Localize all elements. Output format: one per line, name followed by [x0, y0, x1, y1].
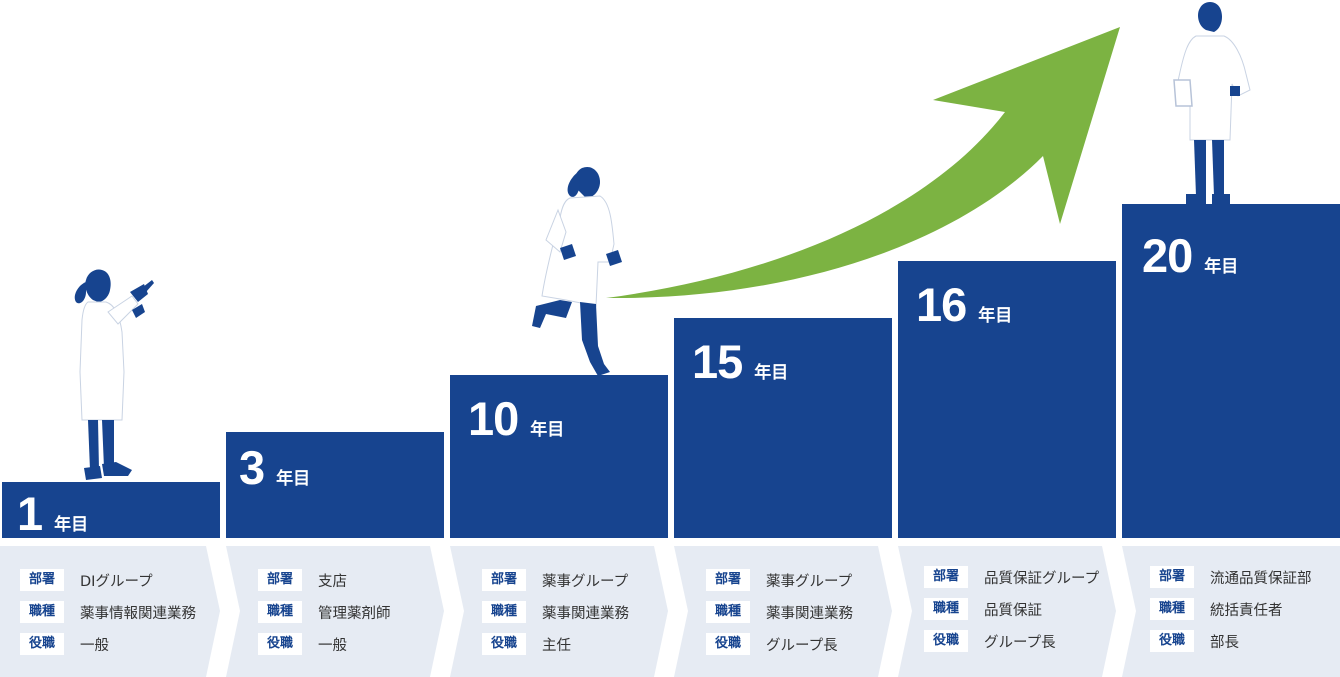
- department-value: 品質保証グループ: [984, 570, 1100, 587]
- info-row-position: 役職 一般: [20, 633, 109, 655]
- step-year-number: 20: [1142, 229, 1193, 282]
- growth-arrow-shape: [606, 27, 1120, 299]
- info-row-job-type: 職種 薬事関連業務: [706, 601, 853, 623]
- info-row-position: 役職 グループ長: [924, 630, 1056, 652]
- job-type-value: 品質保証: [984, 602, 1042, 619]
- step-label: 15 年目: [692, 338, 788, 385]
- info-row-job-type: 職種 薬事情報関連業務: [20, 601, 196, 623]
- info-row-job-type: 職種 統括責任者: [1150, 598, 1283, 620]
- department-tag: 部署: [258, 569, 302, 591]
- step-year-number: 10: [468, 392, 519, 445]
- department-value: 薬事グループ: [766, 573, 853, 590]
- info-row-position: 役職 グループ長: [706, 633, 838, 655]
- info-panels: 部署 DIグループ 職種 薬事情報関連業務 役職 一般 部署 支店 職種 管理薬…: [0, 546, 1340, 677]
- job-type-value: 薬事関連業務: [542, 605, 629, 622]
- info-row-department: 部署 DIグループ: [20, 569, 153, 591]
- info-row-department: 部署 流通品質保証部: [1150, 566, 1312, 588]
- job-type-tag: 職種: [1150, 598, 1194, 620]
- job-type-tag: 職種: [258, 601, 302, 623]
- info-row-department: 部署 薬事グループ: [706, 569, 852, 591]
- position-value: 主任: [542, 637, 571, 654]
- step-year-unit: 年目: [530, 420, 565, 440]
- position-tag: 役職: [482, 633, 526, 655]
- step-year-number: 3: [239, 441, 265, 494]
- job-type-tag: 職種: [482, 601, 526, 623]
- step-year-unit: 年目: [1204, 257, 1239, 277]
- step-year-20: 20 年目: [1122, 204, 1340, 538]
- step-label: 20 年目: [1142, 232, 1238, 279]
- step-label: 1 年目: [17, 490, 88, 537]
- info-row-position: 役職 部長: [1150, 630, 1239, 652]
- step-year-number: 16: [916, 278, 967, 331]
- info-row-department: 部署 薬事グループ: [482, 569, 628, 591]
- position-value: 一般: [80, 637, 109, 654]
- position-tag: 役職: [1150, 630, 1194, 652]
- info-row-department: 部署 支店: [258, 569, 347, 591]
- info-row-position: 役職 一般: [258, 633, 347, 655]
- department-tag: 部署: [482, 569, 526, 591]
- info-row-position: 役職 主任: [482, 633, 571, 655]
- step-year-1: 1 年目: [2, 482, 220, 538]
- position-tag: 役職: [20, 633, 64, 655]
- department-tag: 部署: [924, 566, 968, 588]
- job-type-tag: 職種: [20, 601, 64, 623]
- step-year-15: 15 年目: [674, 318, 892, 538]
- job-type-value: 統括責任者: [1210, 602, 1283, 619]
- job-type-value: 薬事関連業務: [766, 605, 853, 622]
- position-value: 一般: [318, 637, 347, 654]
- department-value: 流通品質保証部: [1210, 570, 1312, 587]
- position-value: 部長: [1210, 634, 1239, 651]
- info-row-job-type: 職種 薬事関連業務: [482, 601, 629, 623]
- info-row-department: 部署 品質保証グループ: [924, 566, 1099, 588]
- step-year-16: 16 年目: [898, 261, 1116, 538]
- department-value: 支店: [318, 573, 347, 590]
- position-value: グループ長: [984, 634, 1056, 651]
- step-label: 16 年目: [916, 281, 1012, 328]
- step-label: 3 年目: [239, 444, 310, 491]
- department-value: DIグループ: [80, 573, 153, 590]
- department-tag: 部署: [706, 569, 750, 591]
- job-type-tag: 職種: [924, 598, 968, 620]
- job-type-tag: 職種: [706, 601, 750, 623]
- step-year-10: 10 年目: [450, 375, 668, 538]
- step-year-unit: 年目: [754, 363, 789, 383]
- job-type-value: 薬事情報関連業務: [80, 605, 196, 622]
- step-year-unit: 年目: [978, 306, 1013, 326]
- department-tag: 部署: [20, 569, 64, 591]
- step-year-unit: 年目: [276, 469, 311, 489]
- info-row-job-type: 職種 品質保証: [924, 598, 1042, 620]
- step-year-number: 15: [692, 335, 743, 388]
- position-tag: 役職: [706, 633, 750, 655]
- step-year-3: 3 年目: [226, 432, 444, 538]
- job-type-value: 管理薬剤師: [318, 605, 391, 622]
- step-label: 10 年目: [468, 395, 564, 442]
- position-value: グループ長: [766, 637, 838, 654]
- step-year-unit: 年目: [54, 515, 89, 535]
- step-year-number: 1: [17, 487, 43, 540]
- info-row-job-type: 職種 管理薬剤師: [258, 601, 391, 623]
- department-tag: 部署: [1150, 566, 1194, 588]
- position-tag: 役職: [258, 633, 302, 655]
- department-value: 薬事グループ: [542, 573, 629, 590]
- position-tag: 役職: [924, 630, 968, 652]
